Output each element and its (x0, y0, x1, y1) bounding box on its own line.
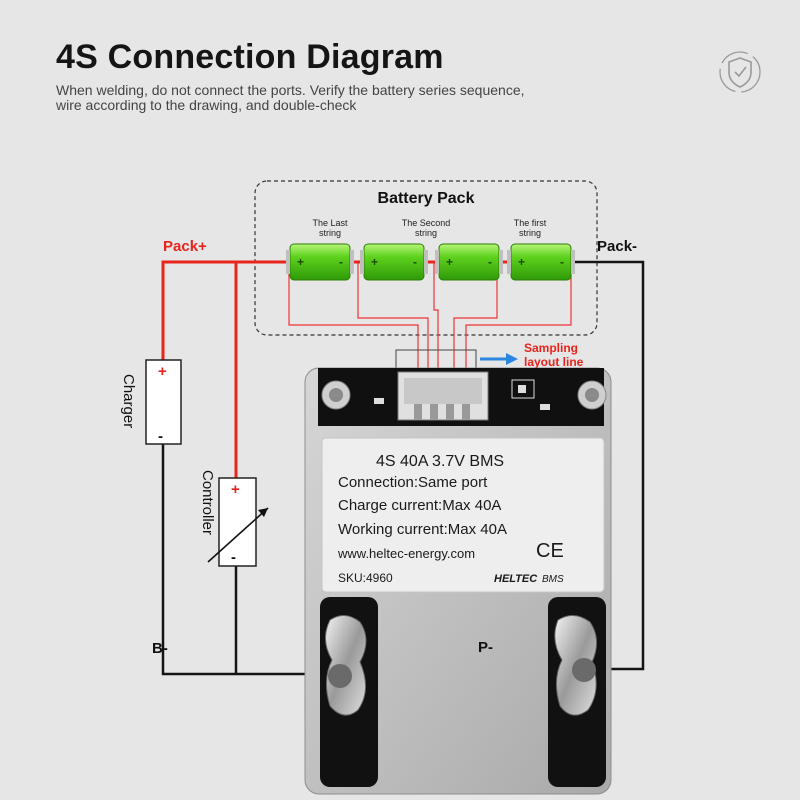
battery-cell-third (435, 243, 503, 281)
bms-label-sticker (321, 437, 605, 593)
pack-plus-wire (161, 260, 286, 478)
charger-label: Charger (120, 374, 137, 428)
charger-block: + - (145, 359, 182, 445)
controller-label: Controller (199, 470, 216, 535)
sampling-arrow (480, 353, 518, 365)
pack-minus-label: Pack- (597, 238, 637, 255)
cell-minus-sign: - (560, 255, 564, 269)
shield-check-icon (719, 51, 761, 93)
charger-plus: + (158, 363, 167, 380)
cell-label-last-2: string (319, 228, 341, 238)
battery-pack-frame (254, 180, 598, 336)
cell-label-first-1: The first (514, 218, 547, 228)
b-minus-wire (161, 444, 340, 676)
cell-plus-sign: + (446, 255, 453, 269)
subtitle-line-1: When welding, do not connect the ports. … (56, 82, 525, 98)
battery-cell-second (360, 243, 428, 281)
heltec-logo-suffix: BMS (542, 574, 564, 585)
bms-sku: SKU:4960 (338, 571, 393, 585)
pack-plus-label: Pack+ (163, 238, 207, 255)
sampling-label-2: layout line (524, 355, 584, 369)
battery-cell-first (507, 243, 575, 281)
controller-plus: + (231, 481, 240, 498)
bms-website: www.heltec-energy.com (337, 546, 475, 561)
sampling-header-outline (395, 349, 477, 369)
cell-plus-sign: + (297, 255, 304, 269)
cell-label-first-2: string (519, 228, 541, 238)
subtitle-line-2: wire according to the drawing, and doubl… (56, 97, 357, 113)
b-minus-label: B- (152, 640, 168, 657)
cell-label-second-2: string (415, 228, 437, 238)
page-title: 4S Connection Diagram (56, 38, 444, 76)
battery-cell-last (286, 243, 354, 281)
page-subtitle: When welding, do not connect the ports. … (56, 83, 656, 113)
bms-model: 4S 40A 3.7V BMS (376, 453, 504, 470)
bms-charge-current: Charge current:Max 40A (338, 497, 501, 514)
ce-mark: CE (536, 540, 564, 562)
cell-minus-sign: - (339, 255, 343, 269)
sampling-label-1: Sampling (524, 341, 578, 355)
pack-minus-wire (575, 260, 645, 671)
bms-working-current: Working current:Max 40A (338, 521, 507, 538)
bms-board (304, 367, 612, 795)
heltec-logo: HELTEC (494, 573, 538, 585)
cell-plus-sign: + (518, 255, 525, 269)
sampling-wires (288, 262, 572, 368)
battery-pack-title: Battery Pack (378, 190, 475, 207)
cell-label-second-1: The Second (402, 218, 451, 228)
cell-minus-sign: - (488, 255, 492, 269)
controller-minus: - (231, 549, 236, 566)
charger-minus: - (158, 428, 163, 445)
bms-connection: Connection:Same port (338, 474, 488, 491)
cell-plus-sign: + (371, 255, 378, 269)
p-minus-label: P- (478, 639, 493, 656)
cell-label-last-1: The Last (312, 218, 348, 228)
cell-minus-sign: - (413, 255, 417, 269)
controller-block: + - (207, 477, 269, 567)
